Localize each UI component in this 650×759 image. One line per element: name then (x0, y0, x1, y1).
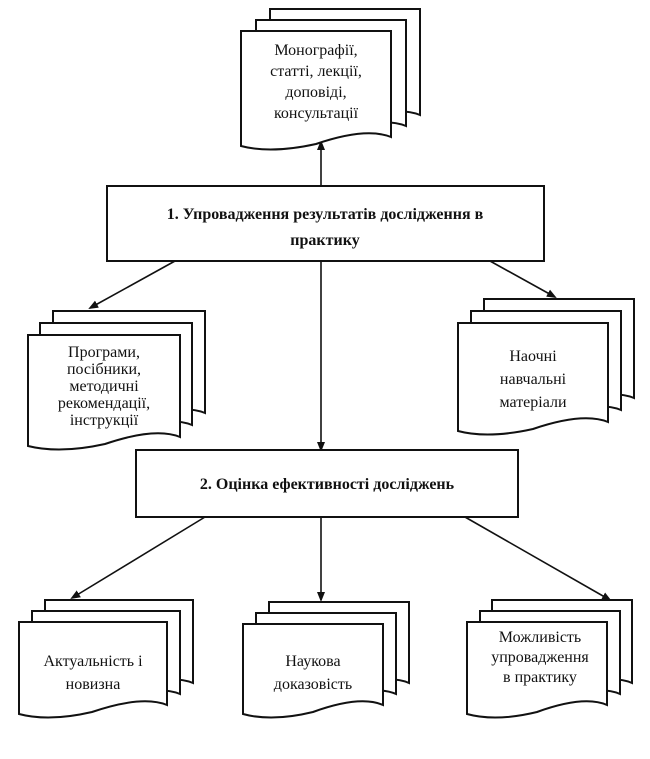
doc-bottom-center-line-0: Наукова (285, 653, 340, 670)
doc-left-line-1: посібники, (67, 361, 141, 378)
doc-left-line-2: методичні (69, 378, 139, 395)
doc-top-line-3: консультації (274, 105, 359, 122)
arrow-to-left-doc (88, 260, 176, 309)
box1-line-0: 1. Упровадження результатів дослідження … (167, 206, 484, 223)
connectors (70, 140, 612, 602)
doc-right-line-0: Наочні (509, 348, 557, 365)
arrow-to-bottom-left-doc (70, 516, 206, 600)
doc-left-line-4: інструкції (70, 412, 139, 429)
doc-bottom-right-line-2: в практику (503, 669, 577, 686)
document-stack-bottom-right: Можливість упровадження в практику (466, 599, 633, 719)
document-stack-left: Програми, посібники, методичні рекоменда… (27, 310, 206, 451)
document-stack-right: Наочні навчальні матеріали (457, 298, 635, 436)
doc-right-line-2: матеріали (499, 394, 566, 411)
doc-top-line-2: доповіді, (285, 84, 346, 101)
doc-left-line-3: рекомендації, (58, 395, 150, 412)
arrow-to-bottom-right-doc (464, 516, 612, 601)
document-stack-top: Монографії, статті, лекції, доповіді, ко… (240, 8, 421, 151)
process-box-2: 2. Оцінка ефективності досліджень (135, 449, 519, 518)
doc-bottom-left-line-0: Актуальність і (43, 653, 143, 670)
doc-bottom-right-line-0: Можливість (499, 629, 581, 646)
box1-line-1: практику (290, 232, 359, 249)
doc-bottom-left-line-1: новизна (66, 676, 121, 693)
box2-line-0: 2. Оцінка ефективності досліджень (200, 476, 455, 493)
arrow-to-right-doc (489, 260, 557, 298)
process-box-1: 1. Упровадження результатів дослідження … (106, 185, 545, 262)
doc-top-line-0: Монографії, (274, 42, 357, 59)
document-stack-bottom-left: Актуальність і новизна (18, 599, 194, 719)
doc-top-line-1: статті, лекції, (270, 63, 362, 80)
doc-right-line-1: навчальні (500, 371, 567, 388)
doc-bottom-center-line-1: доказовість (274, 676, 352, 693)
doc-left-line-0: Програми, (68, 344, 140, 361)
doc-bottom-right-line-1: упровадження (491, 649, 589, 666)
document-stack-bottom-center: Наукова доказовість (242, 601, 410, 719)
